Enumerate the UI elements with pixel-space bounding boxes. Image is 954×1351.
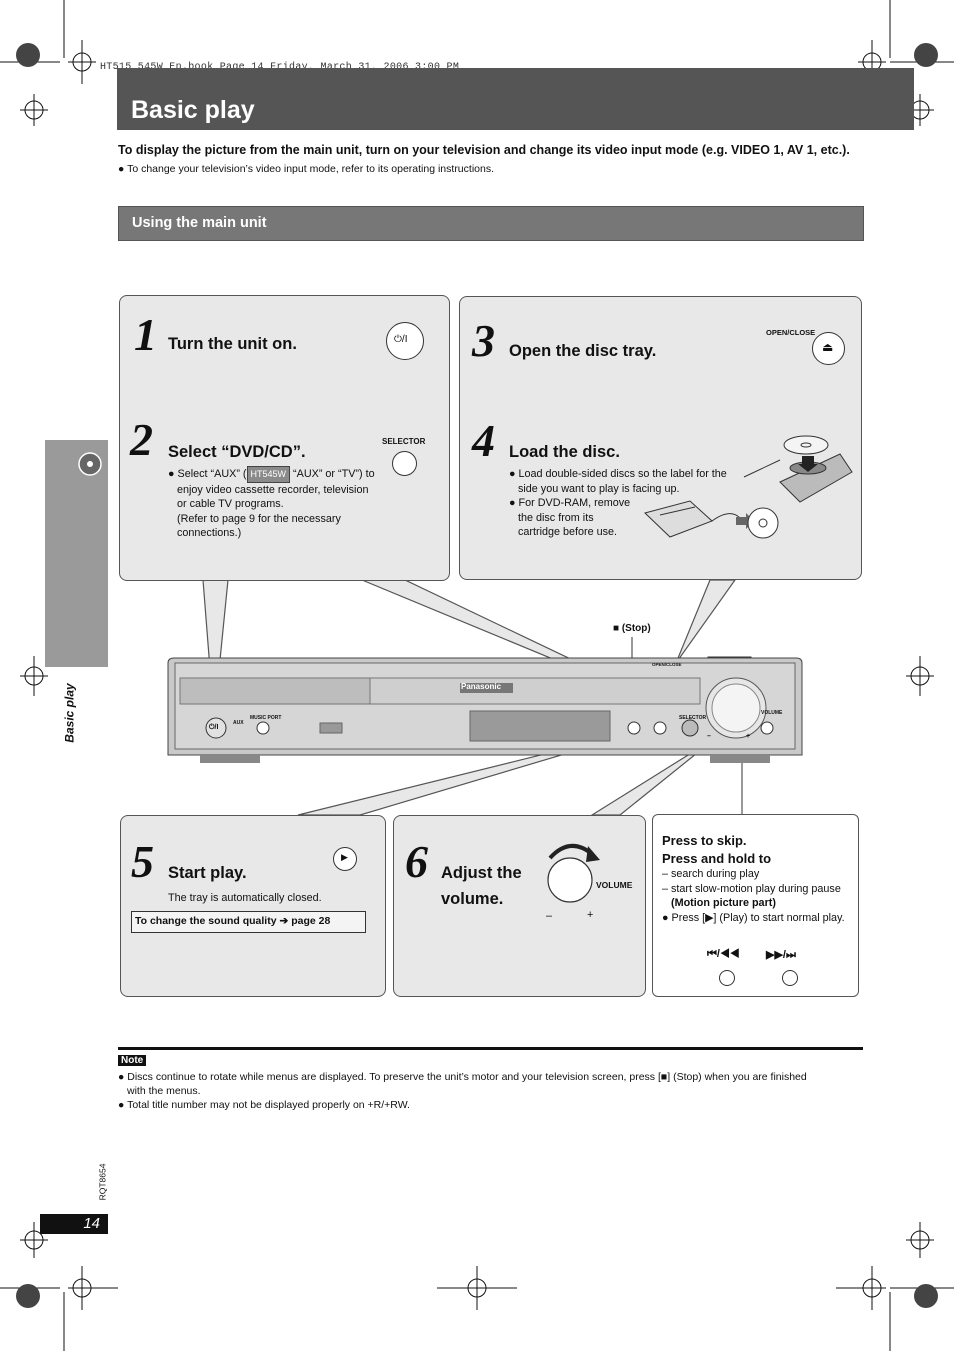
- selector-button[interactable]: [392, 451, 417, 476]
- panel-skip: Press to skip. Press and hold to – searc…: [652, 814, 859, 997]
- skip-title-1: Press to skip.: [662, 833, 747, 848]
- volume-plus: +: [587, 909, 594, 921]
- intro-text: To display the picture from the main uni…: [118, 143, 850, 157]
- main-unit-illustration: [167, 657, 803, 763]
- dvd-ram-cartridge-illustration: [644, 500, 779, 539]
- volume-knob[interactable]: [544, 840, 604, 910]
- selector-label: SELECTOR: [382, 437, 426, 446]
- device-music-port-label: MUSIC PORT: [250, 715, 282, 721]
- stop-label: ■ (Stop): [613, 623, 651, 634]
- open-close-button[interactable]: ⏏: [812, 332, 845, 365]
- step-4-text: ● Load double-sided discs so the label f…: [509, 468, 727, 538]
- step-2-text: ● Select “AUX” (HT545W “AUX” or “TV”) to…: [168, 466, 375, 539]
- section-title: Using the main unit: [132, 215, 267, 231]
- step-5-title: Start play.: [168, 864, 247, 882]
- device-aux-label: AUX: [233, 720, 244, 726]
- disc-icon: [78, 452, 102, 476]
- note-text: ● Discs continue to rotate while menus a…: [118, 1071, 807, 1111]
- step-2-number: 2: [130, 414, 153, 465]
- skip-next-button[interactable]: [782, 970, 798, 986]
- book-info-line: HT515_545W_En.book Page 14 Friday, March…: [100, 62, 459, 73]
- step-3-number: 3: [472, 315, 495, 366]
- play-button[interactable]: ▶: [333, 847, 357, 871]
- note-divider: [118, 1047, 863, 1050]
- volume-minus: –: [546, 910, 553, 922]
- page-number: 14: [40, 1214, 108, 1234]
- model-badge: HT545W: [246, 466, 291, 483]
- sound-quality-link[interactable]: To change the sound quality ➔ page 28: [131, 911, 366, 933]
- device-power-label: ⏻/I: [209, 724, 219, 731]
- disc-tray-illustration: [743, 435, 853, 503]
- device-selector-label: SELECTOR: [679, 715, 707, 721]
- step-4-number: 4: [472, 415, 495, 466]
- side-tab: [45, 440, 108, 667]
- volume-label: VOLUME: [596, 880, 633, 890]
- step-1-number: 1: [134, 309, 157, 360]
- skip-prev-button[interactable]: [719, 970, 735, 986]
- intro-subtext: ● To change your television’s video inpu…: [118, 163, 494, 175]
- skip-prev-label: ⏮/◀◀: [707, 948, 740, 960]
- step-6-number: 6: [405, 836, 428, 887]
- step-3-title: Open the disc tray.: [509, 342, 657, 360]
- open-close-label: OPEN/CLOSE: [766, 328, 816, 337]
- section-header: Using the main unit: [118, 206, 864, 241]
- step-5-number: 5: [131, 836, 154, 887]
- step-1-title: Turn the unit on.: [168, 335, 297, 353]
- page-title: Basic play: [131, 96, 255, 124]
- step-4-title: Load the disc.: [509, 443, 620, 461]
- skip-details: – search during play – start slow-motion…: [662, 868, 845, 924]
- title-bar: Basic play: [117, 68, 914, 130]
- device-volume-label: VOLUME: [761, 710, 783, 716]
- document-code: RQT8654: [97, 1163, 108, 1201]
- step-5-note: The tray is automatically closed.: [168, 892, 322, 904]
- step-2-title: Select “DVD/CD”.: [168, 443, 306, 461]
- panel-step-6: 6 Adjust the volume. VOLUME – +: [393, 815, 646, 997]
- note-label: Note: [118, 1055, 147, 1066]
- brand-logo: Panasonic: [461, 682, 502, 691]
- skip-title-2: Press and hold to: [662, 851, 772, 866]
- device-open-close-label: OPEN/CLOSE: [652, 662, 682, 667]
- panel-step-5: 5 Start play. ▶ The tray is automaticall…: [120, 815, 386, 997]
- device-minus-label: –: [707, 733, 711, 740]
- panel-steps-1-2: 1 Turn the unit on. ⏻/I 2 Select “DVD/CD…: [119, 295, 450, 581]
- power-button[interactable]: ⏻/I: [386, 322, 424, 360]
- panel-steps-3-4: 3 Open the disc tray. OPEN/CLOSE ⏏ 4 Loa…: [459, 296, 862, 580]
- device-plus-label: +: [746, 733, 751, 740]
- step-6-title-line1: Adjust the: [441, 864, 522, 882]
- step-6-title-line2: volume.: [441, 890, 504, 908]
- skip-next-label: ▶▶/⏭: [766, 949, 796, 961]
